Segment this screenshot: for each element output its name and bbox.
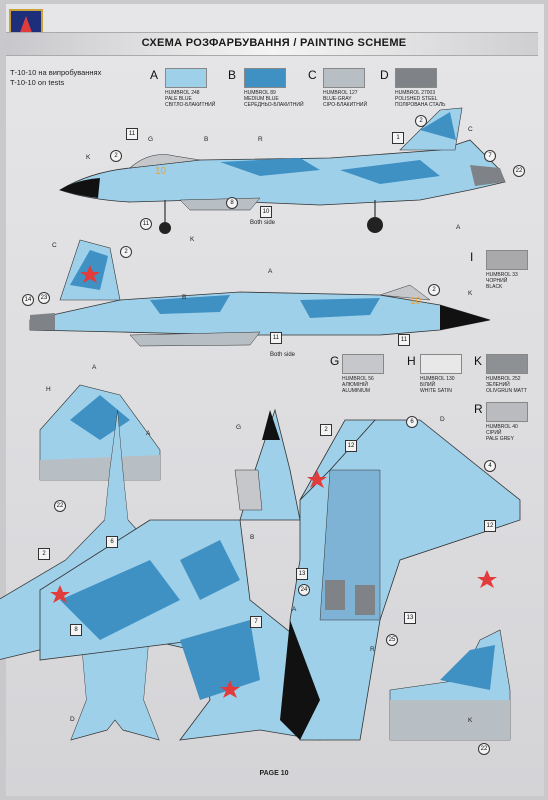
callout-4: 4	[484, 460, 496, 472]
callout-11: 11	[398, 334, 410, 346]
callout-1: 1	[392, 132, 404, 144]
callout-22: 22	[54, 500, 66, 512]
both-side-note: Both side	[270, 352, 296, 358]
callout-2: 2	[110, 150, 122, 162]
color-callout-r: R	[258, 136, 263, 143]
callout-22: 22	[478, 743, 490, 755]
side-view-right	[59, 107, 506, 234]
color-callout-g: G	[148, 136, 154, 143]
color-callout-a: A	[456, 224, 461, 231]
callout-2: 2	[415, 115, 427, 127]
color-callout-a: A	[92, 364, 97, 371]
callout-12: 11	[140, 218, 152, 230]
paint-swatch-a: HUMBROL 248 PALE BLUE СВІТЛО-БЛАКИТНИЙ	[165, 68, 215, 108]
callout-2: 2	[320, 424, 332, 436]
callout-8: 8	[226, 197, 238, 209]
color-callout-b: B	[250, 534, 255, 541]
tail-number-side: 10	[155, 166, 167, 177]
callout-11: 11	[270, 332, 282, 344]
callout-2: 2	[38, 548, 50, 560]
callout-7: 7	[250, 616, 262, 628]
callout-13: 13	[296, 568, 308, 580]
paint-letter-c: C	[308, 68, 317, 82]
color-callout-c: C	[52, 242, 57, 249]
paint-swatch-g: HUMBROL 56 АЛЮМІНІЙ ALUMINIUM	[342, 354, 384, 394]
callout-23: 22	[513, 165, 525, 177]
color-box-b	[244, 68, 286, 88]
color-box-g	[342, 354, 384, 374]
paint-letter-b: B	[228, 68, 237, 82]
color-callout-g: G	[236, 424, 242, 431]
paint-letter-h: H	[407, 354, 416, 368]
paint-swatch-h: HUMBROL 130 БІЛИЙ WHITE SATIN	[420, 354, 462, 394]
paint-swatch-i: HUMBROL 33 ЧОРНИЙ BLACK	[486, 250, 528, 290]
color-box-h	[420, 354, 462, 374]
color-callout-k: K	[190, 236, 195, 243]
callout-24: 24	[298, 584, 310, 596]
callout-14: 14	[22, 294, 34, 306]
tail-number-left: 10	[410, 296, 422, 307]
color-box-k	[486, 354, 528, 374]
paint-letter-d: D	[380, 68, 389, 82]
paint-letter-i: I	[470, 250, 474, 264]
color-callout-k: K	[86, 154, 91, 161]
callout-12: 12	[345, 440, 357, 452]
color-callout-d: D	[440, 416, 445, 423]
callout-6: 6	[406, 416, 418, 428]
color-callout-a: A	[292, 606, 297, 613]
paint-letter-a: A	[150, 68, 159, 82]
color-callout-k: K	[468, 717, 473, 724]
color-callout-b: B	[204, 136, 209, 143]
color-box-a	[165, 68, 207, 88]
paint-swatch-c: HUMBROL 127 BLUE-GRAY СІРО-БЛАКИТНИЙ	[323, 68, 367, 108]
color-callout-c: C	[468, 126, 473, 133]
callout-25: 25	[386, 634, 398, 646]
callout-10: 10	[260, 206, 272, 218]
color-callout-a: A	[146, 430, 151, 437]
color-callout-b: B	[182, 294, 187, 301]
page-title: СХЕМА РОЗФАРБУВАННЯ / PAINTING SCHEME	[141, 37, 407, 49]
callout-6: 6	[106, 536, 118, 548]
color-box-r	[486, 402, 528, 422]
color-box-d	[395, 68, 437, 88]
color-callout-k: K	[468, 290, 473, 297]
both-side-note: Both side	[250, 220, 276, 226]
paint-swatch-b: HUMBROL 89 MEDIUM BLUE СЕРЕДНЬО-БЛАКИТНИ…	[244, 68, 304, 108]
paint-swatch-r: HUMBROL 40 СІРИЙ PALE GREY	[486, 402, 528, 442]
paint-letter-k: K	[474, 354, 483, 368]
callout-13: 13	[404, 612, 416, 624]
callout-11: 11	[126, 128, 138, 140]
page-number: PAGE 10	[259, 770, 289, 777]
paint-letter-g: G	[330, 354, 340, 368]
subtitle-en: T-10-10 on tests	[10, 78, 65, 87]
color-callout-a: A	[268, 268, 273, 275]
side-view-left	[29, 239, 491, 347]
subtitle-ua: Т-10-10 на випробуваннях	[10, 68, 102, 77]
paint-swatch-k: HUMBROL 252 ЗЕЛЕНИЙ OLIVGRUN MATT	[486, 354, 528, 394]
header-bar	[6, 32, 538, 56]
callout-2: 2	[120, 246, 132, 258]
top-view	[0, 408, 321, 741]
paint-letter-r: R	[474, 402, 483, 416]
callout-12: 12	[484, 520, 496, 532]
callout-8: 8	[70, 624, 82, 636]
paint-swatch-d: HUMBROL 27003 POLISHED STEEL ПОЛІРОВАНА …	[395, 68, 445, 108]
callout-23: 23	[38, 292, 50, 304]
color-callout-r: R	[370, 646, 375, 653]
tail-profile-left	[39, 384, 161, 481]
color-box-c	[323, 68, 365, 88]
color-callout-d: D	[70, 716, 75, 723]
aircraft-subtitle: Т-10-10 на випробуваннях T-10-10 on test…	[10, 68, 101, 88]
color-callout-h: H	[46, 386, 51, 393]
color-box-i	[486, 250, 528, 270]
tail-profile-right	[389, 629, 511, 741]
callout-7: 7	[484, 150, 496, 162]
callout-2: 2	[428, 284, 440, 296]
